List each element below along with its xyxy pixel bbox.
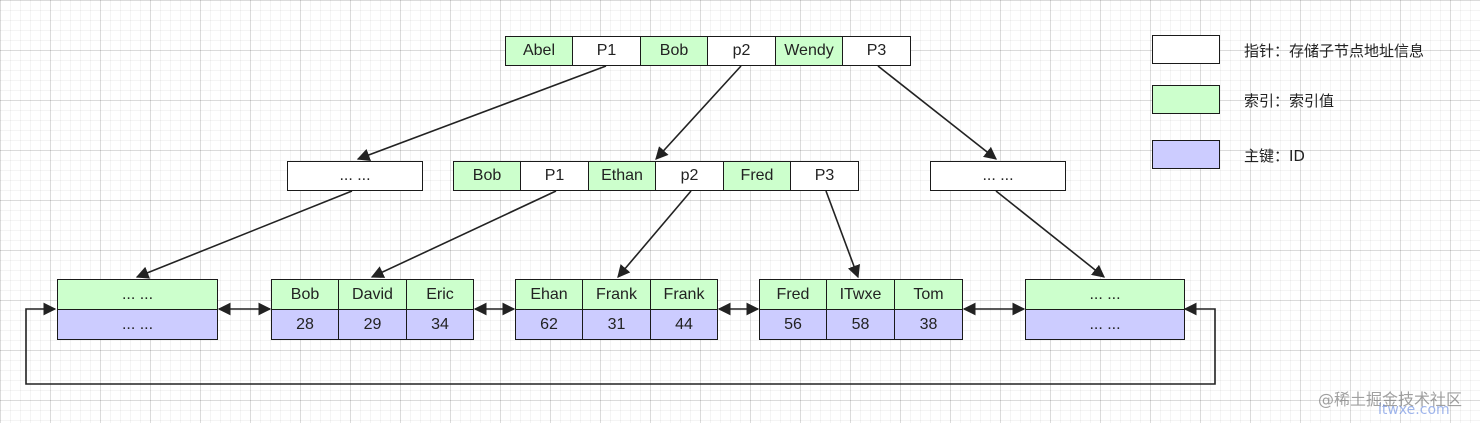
leaf3-id-1: 62 xyxy=(515,309,583,340)
edge-mid-p2 xyxy=(617,190,692,278)
leaf1-key: ... ... xyxy=(57,279,218,310)
leaf1-id: ... ... xyxy=(57,309,218,340)
edge-mid-p3 xyxy=(825,190,860,279)
root-key-3: Wendy xyxy=(775,36,843,66)
link-leaf-loop xyxy=(25,302,1216,385)
mid-right-node: ... ... xyxy=(930,161,1066,191)
leaf4-id-1: 56 xyxy=(759,309,827,340)
edge-root-p1 xyxy=(356,65,607,161)
leaf3-key-1: Ehan xyxy=(515,279,583,310)
leaf2-key-2: David xyxy=(338,279,407,310)
leaf3-key-2: Frank xyxy=(582,279,651,310)
leaf4-id-3: 38 xyxy=(894,309,963,340)
legend-label-index: 索引：索引值 xyxy=(1244,92,1335,110)
watermark-text: @稀土掘金技术社区 xyxy=(1318,390,1463,409)
mid-left-node: ... ... xyxy=(287,161,423,191)
leaf2-id-3: 34 xyxy=(406,309,474,340)
mid-key-1: Bob xyxy=(453,161,521,191)
leaf3-id-3: 44 xyxy=(650,309,718,340)
root-pointer-2: p2 xyxy=(707,36,776,66)
leaf3-id-2: 31 xyxy=(582,309,651,340)
leaf2-id-2: 29 xyxy=(338,309,407,340)
leaf3-key-3: Frank xyxy=(650,279,718,310)
edge-midleft-leaf1 xyxy=(135,190,353,279)
leaf2-id-1: 28 xyxy=(271,309,339,340)
legend-swatch-primary xyxy=(1152,140,1220,169)
mid-pointer-1: P1 xyxy=(520,161,589,191)
legend-swatch-index xyxy=(1152,85,1220,114)
leaf4-key-2: ITwxe xyxy=(826,279,895,310)
leaf2-key-3: Eric xyxy=(406,279,474,310)
leaf2-key-1: Bob xyxy=(271,279,339,310)
mid-key-2: Ethan xyxy=(588,161,656,191)
leaf4-key-3: Tom xyxy=(894,279,963,310)
leaf4-key-1: Fred xyxy=(759,279,827,310)
legend-label-pointer: 指针：存储子节点地址信息 xyxy=(1244,42,1425,60)
mid-pointer-2: p2 xyxy=(655,161,724,191)
leaf4-id-2: 58 xyxy=(826,309,895,340)
edge-mid-p1 xyxy=(370,190,557,278)
root-pointer-1: P1 xyxy=(572,36,641,66)
legend-label-primary: 主键：ID xyxy=(1244,147,1305,165)
mid-key-3: Fred xyxy=(723,161,791,191)
leaf5-key: ... ... xyxy=(1025,279,1185,310)
edge-midright-leaf5 xyxy=(995,190,1106,278)
watermark-domain: itwxe.com xyxy=(1378,402,1450,418)
root-key-2: Bob xyxy=(640,36,708,66)
legend-swatch-pointer xyxy=(1152,35,1220,64)
root-key-1: Abel xyxy=(505,36,573,66)
edge-root-p3 xyxy=(877,65,998,160)
leaf5-id: ... ... xyxy=(1025,309,1185,340)
root-pointer-3: P3 xyxy=(842,36,911,66)
edge-root-p2 xyxy=(655,65,742,160)
mid-pointer-3: P3 xyxy=(790,161,859,191)
